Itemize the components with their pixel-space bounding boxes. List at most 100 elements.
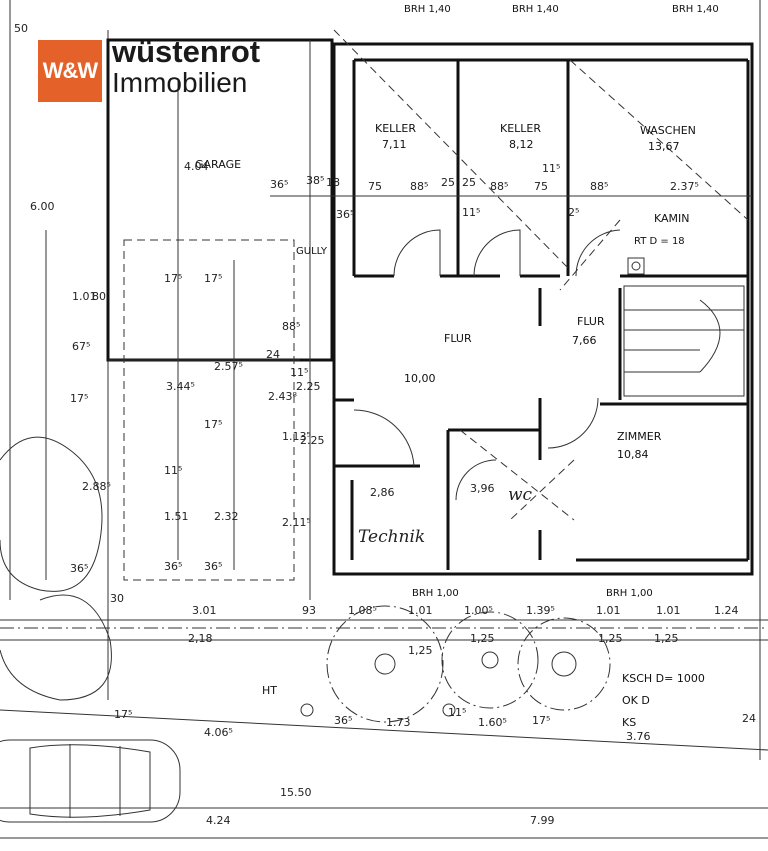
room-area-waschen: 13,67 — [648, 140, 680, 153]
dimension-label: 3.01 — [192, 604, 217, 617]
dimension-label: 2⁵ — [568, 206, 579, 219]
dimension-label: 2,18 — [188, 632, 213, 645]
survey-line — [333, 29, 571, 271]
dimension-label: 50 — [14, 22, 28, 35]
door-swing — [353, 409, 415, 467]
dimension-label: 24 — [266, 348, 280, 361]
dimension-label: 11⁵ — [448, 706, 466, 719]
dimension-label: 24 — [742, 712, 756, 725]
dimension-label: 1.73 — [386, 716, 411, 729]
brand-name: wüstenrot — [112, 34, 261, 69]
note-okd: OK D — [622, 694, 650, 707]
dimension-label: 11⁵ — [164, 464, 182, 477]
door-swing — [393, 229, 441, 277]
room-label-waschen: WASCHEN — [640, 124, 696, 137]
chimney — [627, 257, 645, 275]
dimension-label: 1.01 — [408, 604, 433, 617]
room-label-zimmer: ZIMMER — [617, 430, 662, 443]
room-area-wc: 3,96 — [470, 482, 495, 495]
dimension-label: 2.57⁵ — [214, 360, 243, 373]
house-outline — [332, 42, 754, 576]
dimension-label: 25 — [441, 176, 455, 189]
dimension-label: 1.01 — [656, 604, 681, 617]
kamin-dimension: RT D = 18 — [634, 236, 685, 247]
tree-circle — [517, 617, 611, 711]
gully-label: GULLY — [296, 246, 328, 257]
dimension-label: 1,25 — [654, 632, 679, 645]
room-label-keller-1: KELLER — [375, 122, 416, 135]
dimension-label: 17⁵ — [164, 272, 182, 285]
tree-circle — [326, 605, 444, 723]
dimension-label: 3.44⁵ — [166, 380, 195, 393]
brh-label: BRH 1,00 — [412, 588, 459, 599]
dimension-label: 1.01 — [72, 290, 97, 303]
dimension-label: 25 — [462, 176, 476, 189]
survey-line — [569, 59, 749, 221]
dimension-label: 38⁵ — [306, 174, 324, 187]
dimension-label: 17⁵ — [204, 418, 222, 431]
dimension-label: 18 — [326, 176, 340, 189]
dimension-label: 2.37⁵ — [670, 180, 699, 193]
dimension-label: 1,25 — [470, 632, 495, 645]
dimension-label: 36⁵ — [270, 178, 288, 191]
manhole — [442, 703, 456, 717]
brh-label: BRH 1,00 — [606, 588, 653, 599]
dimension-label: 2.25 — [296, 380, 321, 393]
dimension-label: 2.25 — [300, 434, 325, 447]
brand-logo-text: W&W — [42, 58, 98, 83]
dimension-label: 36⁵ — [164, 560, 182, 573]
dimension-label: 15.50 — [280, 786, 312, 799]
dimension-label: 1.60⁵ — [478, 716, 507, 729]
room-area-keller-1: 7,11 — [382, 138, 407, 151]
room-label-technik: Technik — [358, 527, 425, 547]
room-label-flur-1: FLUR — [444, 332, 472, 345]
dimension-label: 17⁵ — [70, 392, 88, 405]
note-ksch: KSCH D= 1000 — [622, 672, 705, 685]
room-label-kamin: KAMIN — [654, 212, 690, 225]
property-line — [0, 709, 768, 751]
room-area-technik: 2,86 — [370, 486, 395, 499]
room-area-flur-2: 7,66 — [572, 334, 597, 347]
dimension-label: 17⁵ — [532, 714, 550, 727]
dimension-label: 75 — [368, 180, 382, 193]
car-drawing — [0, 739, 181, 823]
survey-line — [459, 429, 575, 521]
room-label-flur-2: FLUR — [577, 315, 605, 328]
dimension-label: 80 — [92, 290, 106, 303]
dimension-label: 88⁵ — [590, 180, 608, 193]
dimension-label: 2.11⁵ — [282, 516, 311, 529]
dimension-label: 17⁵ — [114, 708, 132, 721]
survey-line — [559, 219, 621, 291]
dimension-label: 93 — [302, 604, 316, 617]
door-swing — [547, 397, 599, 449]
manhole — [551, 651, 577, 677]
note-ks: KS — [622, 716, 636, 729]
dimension-label: 1.00⁵ — [464, 604, 493, 617]
dimension-label: 67⁵ — [72, 340, 90, 353]
dimension-label: 1,25 — [598, 632, 623, 645]
brh-label: BRH 1,40 — [404, 4, 451, 15]
dimension-label: 2.43⁸ — [268, 390, 297, 403]
room-label-garage: GARAGE — [195, 158, 241, 171]
dimension-label: 1.08⁵ — [348, 604, 377, 617]
dimension-label: 36⁵ — [70, 562, 88, 575]
brand-logo-mark: W&W — [38, 40, 102, 102]
staircase — [623, 285, 745, 397]
dimension-label: 4.24 — [206, 814, 231, 827]
chimney-flue — [631, 261, 641, 271]
tree-circle — [441, 611, 539, 709]
survey-line — [509, 459, 575, 521]
dimension-label: 3.76 — [626, 730, 651, 743]
brh-label: BRH 1,40 — [672, 4, 719, 15]
dimension-label: 4.06⁵ — [204, 726, 233, 739]
manhole — [374, 653, 396, 675]
dimension-label: 2.32 — [214, 510, 239, 523]
brand-subname: Immobilien — [112, 67, 248, 98]
door-swing — [575, 229, 621, 277]
dimension-label: 36⁵ — [334, 714, 352, 727]
dimension-label: 88⁵ — [410, 180, 428, 193]
stair-curve — [699, 299, 721, 373]
dimension-label: 11⁵ — [462, 206, 480, 219]
dimension-label: 1,25 — [408, 644, 433, 657]
